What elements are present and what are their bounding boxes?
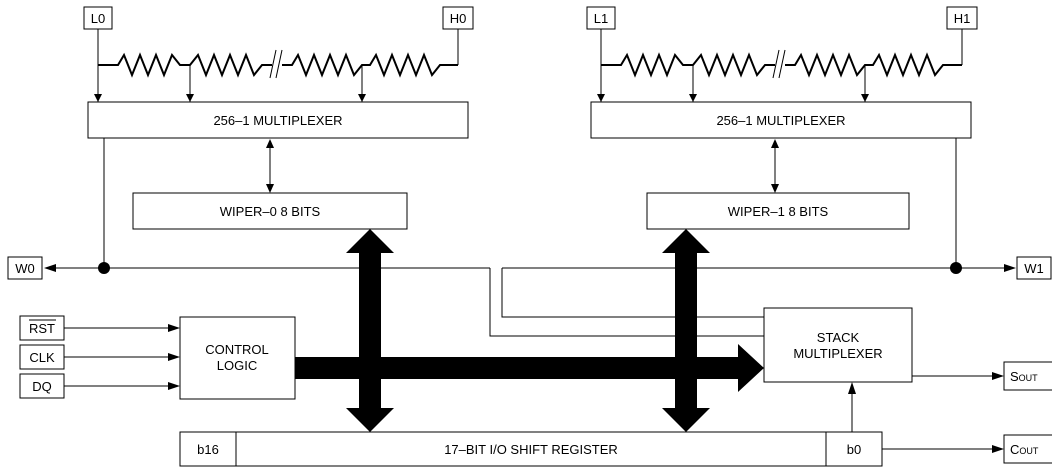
pin-cout-label: COUT (1010, 442, 1039, 457)
pin-clk-label: CLK (29, 350, 55, 365)
stack-multiplexer-label-line2: MULTIPLEXER (793, 346, 882, 361)
wiper-0-register (132, 192, 408, 230)
shift-register-b0-label: b0 (847, 442, 861, 457)
potentiometer-0: L0 H0 256–1 MULTIPLEXER WIPER–0 8 BITS (7, 6, 764, 337)
pin-dq-label: DQ (32, 379, 52, 394)
multiplexer-0-label: 256–1 MULTIPLEXER (213, 113, 342, 128)
wiper-0-label: WIPER–0 8 BITS (220, 204, 321, 219)
pin-w0-box (7, 256, 43, 280)
pin-dq-box (19, 373, 65, 399)
bus-control-to-stack (295, 344, 764, 392)
resistor-chain-1-segment-a (601, 52, 775, 78)
potentiometer-1: L1 H1 256–1 MULTIPLEXER WIPER–1 8 BITS W… (501, 6, 1052, 318)
multiplexer-1 (590, 101, 972, 139)
break-mark-0a (269, 49, 277, 79)
pin-rst-label: RST (29, 321, 55, 336)
bus-wiper-1 (662, 229, 710, 432)
control-logic-label-line1: CONTROL (205, 342, 269, 357)
pin-l0-label: L0 (91, 11, 105, 26)
multiplexer-1-label: 256–1 MULTIPLEXER (716, 113, 845, 128)
stack-multiplexer-block (763, 307, 913, 383)
pin-w1-label: W1 (1024, 261, 1044, 276)
pin-sout-box (1003, 361, 1052, 391)
resistor-chain-0-segment-b (282, 52, 458, 78)
wiper-1-register (646, 192, 910, 230)
stack-multiplexer-label-line1: STACK (817, 330, 860, 345)
bus-wiper-0 (346, 229, 394, 432)
resistor-chain-1-segment-b (785, 52, 962, 78)
pin-w1-box (1016, 256, 1052, 280)
break-mark-1a (772, 49, 780, 79)
control-inputs: RST CLK DQ (19, 315, 180, 399)
shift-register-label: 17–BIT I/O SHIFT REGISTER (444, 442, 618, 457)
pin-cout-box (1003, 434, 1052, 464)
control-logic-label-line2: LOGIC (217, 358, 257, 373)
pin-h1-label: H1 (954, 11, 971, 26)
pin-h0-label: H0 (450, 11, 467, 26)
control-logic-block (179, 316, 296, 400)
pin-l1-label: L1 (594, 11, 608, 26)
resistor-chain-0-segment-a (98, 52, 272, 78)
shift-register-block (179, 431, 883, 467)
break-mark-0b (275, 49, 283, 79)
wiper-1-label: WIPER–1 8 BITS (728, 204, 829, 219)
break-mark-1b (778, 49, 786, 79)
multiplexer-0 (87, 101, 469, 139)
pin-sout-label: SOUT (1010, 369, 1038, 384)
shift-register-b16-label: b16 (197, 442, 219, 457)
pin-w0-label: W0 (15, 261, 35, 276)
